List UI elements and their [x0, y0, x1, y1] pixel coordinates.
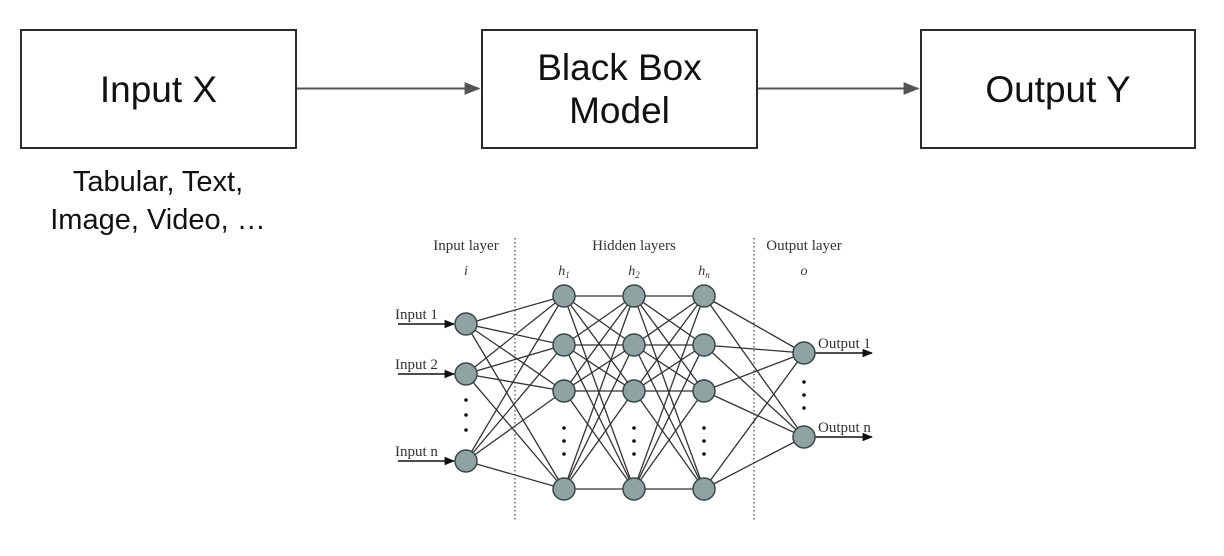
node-output-2: [792, 425, 816, 449]
output-y-box: Output Y: [920, 29, 1196, 149]
edge-l3-n3-to-n1: [703, 436, 805, 490]
edge-l0-n0-to-n0: [465, 295, 565, 325]
edge-l0-n2-to-n2: [465, 390, 565, 462]
node-hidden-2-4: [622, 477, 646, 501]
node-hidden-1-4: [552, 477, 576, 501]
edge-l0-n2-to-n3: [465, 460, 565, 490]
node-input-2: [454, 362, 478, 386]
edge-l3-n0-to-n0: [703, 295, 805, 354]
node-hidden-2-1: [622, 284, 646, 308]
edge-l0-n0-to-n3: [465, 323, 565, 490]
node-input-3: [454, 449, 478, 473]
edge-l1-n3-to-n1: [563, 344, 635, 490]
ellipsis-dot-hidden-2-3: [632, 452, 636, 456]
hidden-layer-symbol-2: h2: [628, 264, 640, 280]
hidden-layer-symbol-1: h1: [558, 264, 570, 280]
node-hidden-2-2: [622, 333, 646, 357]
node-hidden-1-2: [552, 333, 576, 357]
edge-l2-n3-to-n0: [633, 295, 705, 490]
input-x-box: Input X: [20, 29, 297, 149]
ellipsis-dot-input-1: [464, 398, 468, 402]
input-caption-line2: Image, Video, …: [50, 204, 266, 236]
node-output-1: [792, 341, 816, 365]
edge-l0-n0-to-n2: [465, 323, 565, 392]
edge-l0-n2-to-n0: [465, 295, 565, 462]
ellipsis-dot-hidden-1-2: [562, 439, 566, 443]
black-box-model-box: Black Box Model: [481, 29, 758, 149]
edge-l3-n1-to-n0: [703, 344, 805, 354]
h2-subscript: 2: [635, 270, 640, 280]
hidden-layers-title: Hidden layers: [592, 238, 676, 254]
edge-l1-n3-to-n2: [563, 390, 635, 490]
input-x-label: Input X: [99, 68, 218, 110]
hidden-layer-symbol-n: hn: [698, 264, 710, 280]
ellipsis-dot-hidden-n-1: [702, 426, 706, 430]
edge-l0-n1-to-n3: [465, 373, 565, 490]
model-label-line1: Black Box: [537, 47, 702, 88]
hn-subscript: n: [705, 270, 710, 280]
ellipsis-dot-hidden-2-1: [632, 426, 636, 430]
model-label-line2: Model: [569, 90, 670, 131]
edge-l3-n1-to-n1: [703, 344, 805, 438]
io-labels: Input 1 Input 2 Input n Output 1 Output n: [395, 307, 871, 460]
ellipsis-dot-output-3: [802, 406, 806, 410]
input-label-1: Input 1: [395, 307, 438, 323]
layer-ellipses: [464, 380, 806, 456]
input-layer-title: Input layer: [433, 238, 498, 254]
edge-l3-n0-to-n1: [703, 295, 805, 438]
edge-l3-n2-to-n0: [703, 352, 805, 392]
ellipsis-dot-hidden-2-2: [632, 439, 636, 443]
output-layer-title: Output layer: [766, 238, 841, 254]
node-hidden-n-2: [692, 333, 716, 357]
node-hidden-n-4: [692, 477, 716, 501]
edge-l0-n1-to-n1: [465, 344, 565, 375]
input-layer-symbol: i: [464, 264, 468, 279]
edge-l3-n3-to-n0: [703, 352, 805, 490]
edge-l1-n2-to-n1: [563, 344, 635, 392]
ellipsis-dot-hidden-1-1: [562, 426, 566, 430]
edge-l0-n1-to-n2: [465, 373, 565, 392]
ellipsis-dot-input-3: [464, 428, 468, 432]
edge-l1-n2-to-n0: [563, 295, 635, 392]
network-nodes: [454, 284, 816, 501]
node-hidden-1-1: [552, 284, 576, 308]
input-caption-line1: Tabular, Text,: [72, 166, 244, 198]
input-label-2: Input 2: [395, 357, 438, 373]
ellipsis-dot-output-2: [802, 393, 806, 397]
edge-l2-n3-to-n2: [633, 390, 705, 490]
network-edges: [465, 295, 805, 490]
output-layer-symbol: o: [801, 264, 808, 279]
edge-l0-n1-to-n0: [465, 295, 565, 375]
edge-l2-n1-to-n0: [633, 295, 705, 346]
ellipsis-dot-hidden-1-3: [562, 452, 566, 456]
ellipsis-dot-output-1: [802, 380, 806, 384]
edge-l1-n3-to-n0: [563, 295, 635, 490]
edge-l3-n2-to-n1: [703, 390, 805, 438]
input-label-3: Input n: [395, 444, 438, 460]
ellipsis-dot-hidden-n-2: [702, 439, 706, 443]
output-label-2: Output n: [818, 420, 871, 436]
output-label-1: Output 1: [818, 336, 871, 352]
node-hidden-n-3: [692, 379, 716, 403]
h1-subscript: 1: [565, 270, 570, 280]
edge-l0-n2-to-n1: [465, 344, 565, 462]
node-hidden-n-1: [692, 284, 716, 308]
edge-l1-n1-to-n0: [563, 295, 635, 346]
node-hidden-2-3: [622, 379, 646, 403]
input-types-caption: Tabular, Text, Image, Video, …: [0, 163, 316, 239]
output-y-label: Output Y: [985, 68, 1131, 110]
node-input-1: [454, 312, 478, 336]
edge-l2-n2-to-n0: [633, 295, 705, 392]
ellipsis-dot-hidden-n-3: [702, 452, 706, 456]
edge-l2-n3-to-n1: [633, 344, 705, 490]
node-hidden-1-3: [552, 379, 576, 403]
edge-l2-n2-to-n1: [633, 344, 705, 392]
io-arrows: [398, 319, 874, 466]
ellipsis-dot-input-2: [464, 413, 468, 417]
